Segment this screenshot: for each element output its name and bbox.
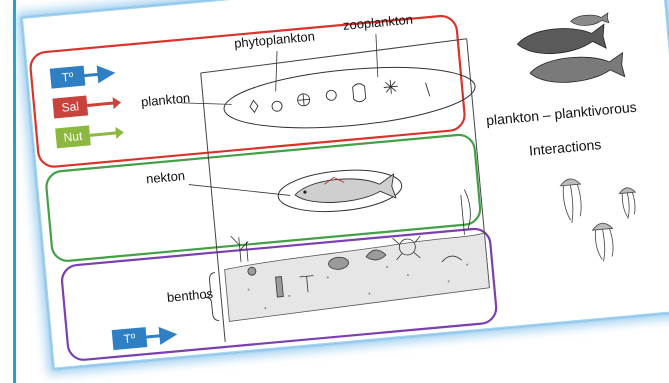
factor-arrow bbox=[90, 133, 118, 136]
jellyfish-illustration bbox=[560, 173, 641, 264]
factor-nutrients: Nut bbox=[55, 122, 125, 148]
factor-arrowhead bbox=[113, 96, 122, 109]
factor-arrow bbox=[87, 103, 115, 106]
factor-arrow bbox=[84, 73, 112, 76]
fish-school-illustration bbox=[515, 12, 625, 87]
factor-tag-label: Tº bbox=[123, 331, 137, 346]
factor-tag-label: Nut bbox=[63, 129, 84, 145]
interactions-label: Interactions bbox=[528, 136, 602, 158]
seabed bbox=[223, 233, 490, 321]
plankton-planktivorous-label: plankton – planktivorous bbox=[485, 99, 637, 129]
factor-arrow bbox=[146, 334, 174, 337]
factor-salinity: Sal bbox=[52, 92, 122, 118]
factor-temperature-benthos: Tº bbox=[112, 325, 176, 351]
ecosystem-diagram: Tº Sal Nut phytoplankton zooplankton pla… bbox=[23, 0, 669, 367]
nekton-label: nekton bbox=[145, 168, 185, 186]
zooplankton-pointer bbox=[374, 34, 380, 77]
factor-temperature: Tº bbox=[50, 63, 114, 89]
fish-illustration bbox=[294, 172, 396, 207]
zooplankton-label: zooplankton bbox=[342, 12, 413, 33]
factor-tag-label: Sal bbox=[61, 99, 80, 115]
factor-tag-label: Tº bbox=[61, 70, 75, 85]
slide-image: Tº Sal Nut phytoplankton zooplankton pla… bbox=[22, 0, 669, 369]
nekton-pointer bbox=[189, 176, 290, 205]
left-accent-bar bbox=[13, 0, 16, 383]
factor-arrowhead bbox=[115, 126, 124, 139]
phytoplankton-label: phytoplankton bbox=[233, 29, 315, 51]
benthos-label: benthos bbox=[166, 286, 214, 305]
phytoplankton-pointer bbox=[272, 51, 281, 91]
plankton-ellipse bbox=[222, 58, 478, 137]
plankton-label: plankton bbox=[140, 90, 190, 109]
